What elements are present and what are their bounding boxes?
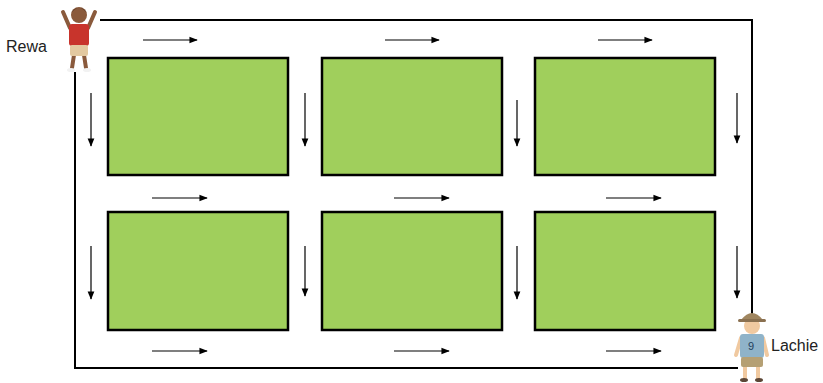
rewa-figure: [63, 7, 95, 72]
person-name: Rewa: [6, 39, 47, 55]
park-blocks: [108, 58, 715, 330]
person-name: Lachie: [771, 338, 818, 354]
outer-path: [75, 20, 752, 368]
direction-arrows: [91, 40, 737, 351]
lachie-figure: [736, 313, 767, 382]
shirt-number: 9: [748, 341, 754, 352]
